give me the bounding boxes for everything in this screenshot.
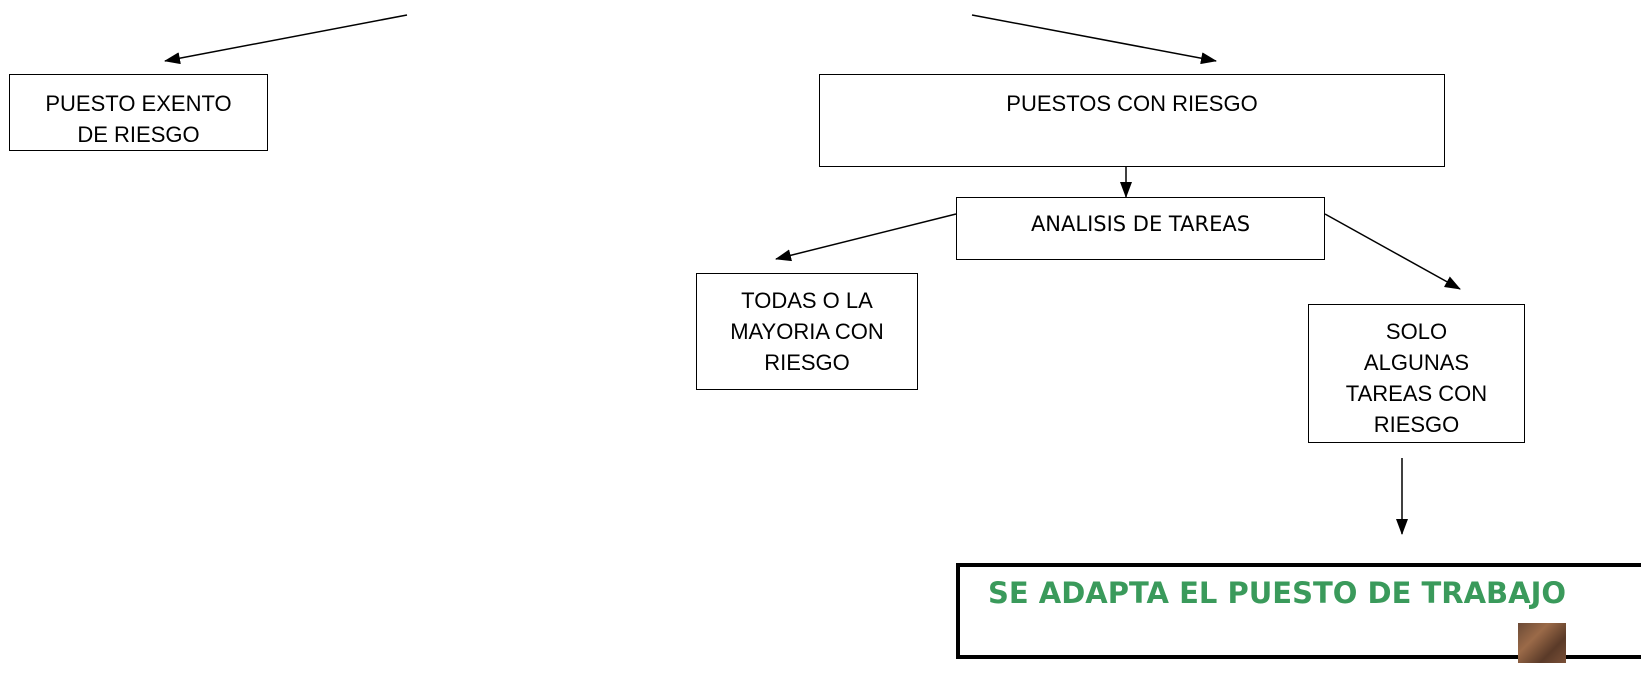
puesto-exento-box: PUESTO EXENTO DE RIESGO xyxy=(9,74,268,151)
arrow-to-con-riesgo xyxy=(971,14,1217,65)
solo-algunas-tareas-box: SOLO ALGUNAS TAREAS CON RIESGO xyxy=(1308,304,1525,443)
photo-thumbnail xyxy=(1518,623,1566,663)
arrow-to-exento xyxy=(164,14,408,65)
todas-o-la-mayoria-box: TODAS O LA MAYORIA CON RIESGO xyxy=(696,273,918,390)
puestos-con-riesgo-box: PUESTOS CON RIESGO xyxy=(819,74,1445,167)
arrow-to-todas xyxy=(775,213,957,262)
arrow-to-solo xyxy=(1324,213,1461,290)
analisis-de-tareas-box: ANALISIS DE TAREAS xyxy=(956,197,1325,260)
